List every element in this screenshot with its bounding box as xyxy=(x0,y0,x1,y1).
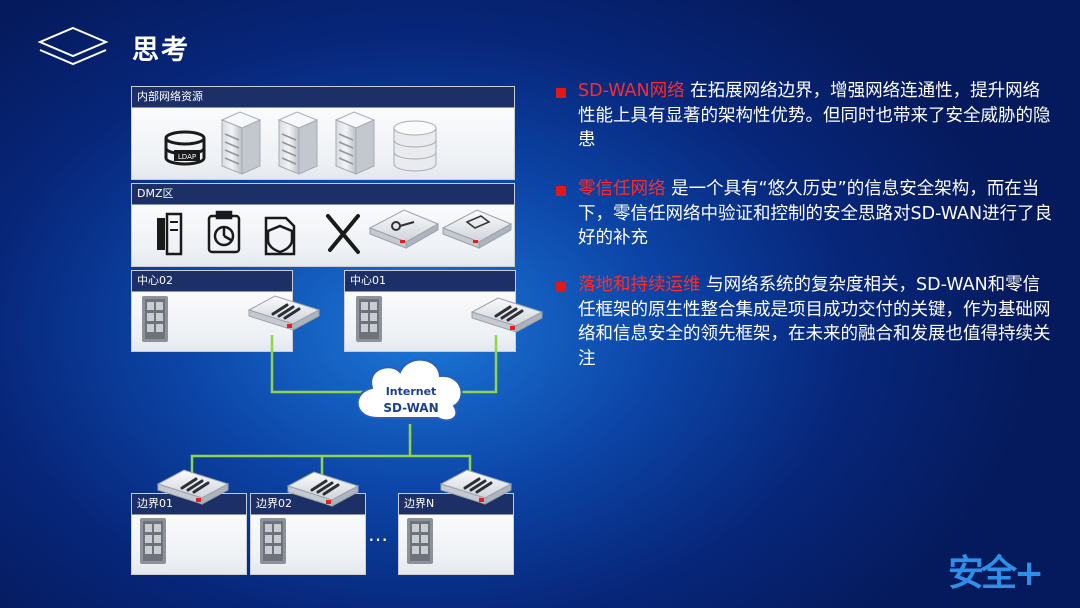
document-appliance-icon xyxy=(441,209,513,249)
stacked-layers-icon xyxy=(37,26,109,66)
ellipsis-text: … xyxy=(368,522,388,546)
internet-cloud-icon: Internet SD-WAN xyxy=(356,358,463,422)
sdwan-appliance-icon xyxy=(439,468,513,506)
point-1: SD-WAN网络 在拓展网络边界，增强网络连通性，提升网络性能上具有显著的架构性… xyxy=(578,79,1056,153)
point-2-highlight: 零信任网络 xyxy=(578,179,666,199)
bullet-icon xyxy=(556,88,566,98)
rack-icon xyxy=(356,296,382,342)
shield-document-icon xyxy=(264,216,296,256)
page-title: 思考 xyxy=(132,35,190,66)
server-tower-icon xyxy=(335,111,375,175)
point-3-text: 与网络系统的复杂度相关，SD-WAN和零信任框架的原生性整合集成是项目成功交付的… xyxy=(578,275,1051,369)
cloud-line1: Internet xyxy=(386,385,437,398)
ldap-label: LDAP xyxy=(178,153,196,161)
dmz-label: DMZ区 xyxy=(132,184,514,205)
clipboard-report-icon xyxy=(207,210,241,254)
center01-label: 中心01 xyxy=(345,271,515,292)
rack-icon xyxy=(260,518,286,564)
rack-icon xyxy=(142,296,168,342)
sdwan-appliance-icon xyxy=(470,296,544,334)
sdwan-appliance-icon xyxy=(286,470,360,508)
key-appliance-icon xyxy=(368,209,440,249)
rack-icon xyxy=(407,518,433,564)
ldap-database-icon: LDAP xyxy=(164,130,206,166)
edge01-label: 边界01 xyxy=(132,494,246,515)
point-1-text: 在拓展网络边界，增强网络连通性，提升网络性能上具有显著的架构性优势。但同时也带来… xyxy=(578,81,1051,150)
brand-logo: 安全+ xyxy=(948,553,1044,594)
bullet-icon xyxy=(556,282,566,292)
server-tower-icon xyxy=(221,111,261,175)
server-rack-icon xyxy=(157,212,183,256)
point-3: 落地和持续运维 与网络系统的复杂度相关，SD-WAN和零信任框架的原生性整合集成… xyxy=(578,273,1056,371)
bullet-icon xyxy=(556,186,566,196)
point-1-highlight: SD-WAN网络 xyxy=(578,81,685,101)
storage-database-icon xyxy=(393,120,437,172)
sdwan-appliance-icon xyxy=(247,294,321,332)
point-2-text: 是一个具有“悠久历史”的信息安全架构，而在当下，零信任网络中验证和控制的安全思路… xyxy=(578,179,1053,248)
point-2: 零信任网络 是一个具有“悠久历史”的信息安全架构，而在当下，零信任网络中验证和控… xyxy=(578,177,1056,251)
rack-icon xyxy=(140,518,166,564)
tools-icon xyxy=(326,214,360,254)
sdwan-appliance-icon xyxy=(156,468,230,506)
internal-resources-label: 内部网络资源 xyxy=(132,87,514,108)
cloud-line2: SD-WAN xyxy=(383,401,438,415)
server-tower-icon xyxy=(278,111,318,175)
point-3-highlight: 落地和持续运维 xyxy=(578,275,701,295)
center02-label: 中心02 xyxy=(132,271,292,292)
